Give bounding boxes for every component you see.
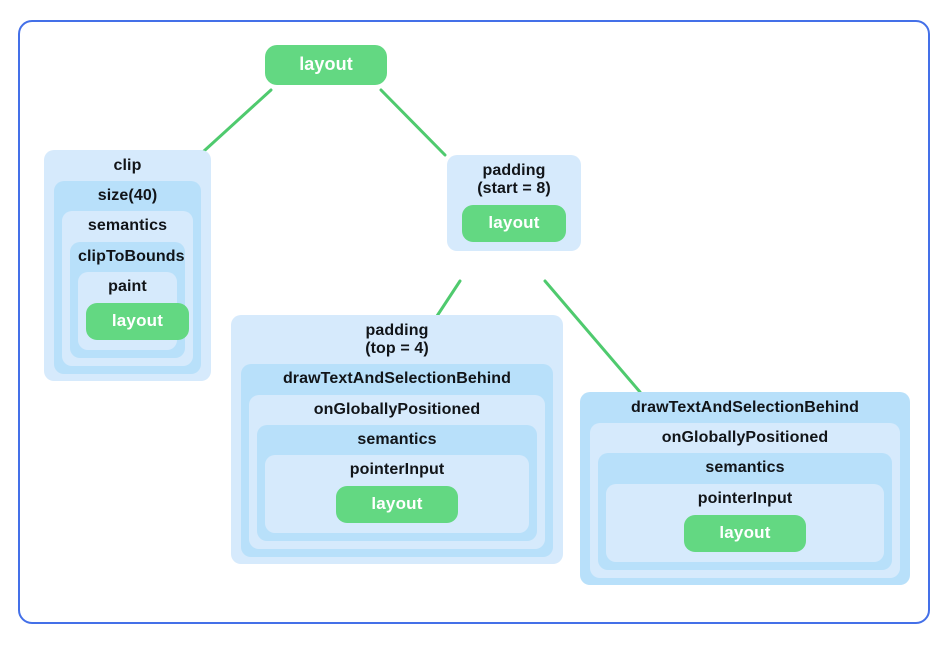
node-label: layout	[719, 522, 771, 542]
node-label: pointerInput	[349, 461, 445, 479]
node-label: size(40)	[97, 187, 158, 205]
node-layout-leaf[interactable]: layout	[462, 205, 566, 243]
node-label: layout	[111, 311, 164, 331]
node-pointer-input[interactable]: pointerInput layout	[606, 483, 884, 562]
node-padding-start[interactable]: padding (start = 8) layout	[447, 155, 581, 252]
node-root-layout[interactable]: layout	[265, 45, 387, 85]
node-pointer-input[interactable]: pointerInput layout	[265, 455, 529, 534]
node-label: semantics	[87, 217, 168, 235]
node-label: layout	[488, 213, 540, 233]
node-clip[interactable]: clip size(40) semantics clipToBounds pai…	[44, 150, 211, 381]
node-on-globally-positioned[interactable]: onGloballyPositioned semantics pointerIn…	[249, 394, 545, 550]
node-label: clipToBounds	[78, 247, 185, 265]
node-label: clip	[113, 157, 142, 174]
node-size[interactable]: size(40) semantics clipToBounds paint la…	[54, 181, 201, 374]
node-clip-to-bounds[interactable]: clipToBounds paint layout	[70, 241, 189, 358]
node-label: paint	[108, 277, 147, 295]
node-layout-leaf[interactable]: layout	[336, 486, 458, 524]
node-draw-text-and-selection-behind[interactable]: drawTextAndSelectionBehind onGloballyPos…	[580, 392, 910, 585]
node-semantics[interactable]: semantics clipToBounds paint layout	[62, 211, 193, 366]
node-semantics[interactable]: semantics pointerInput layout	[257, 424, 537, 542]
node-layout-leaf[interactable]: layout	[684, 514, 806, 552]
node-label: padding (start = 8)	[477, 162, 551, 198]
node-draw-text-and-selection-behind[interactable]: drawTextAndSelectionBehind onGloballyPos…	[241, 364, 553, 558]
node-on-globally-positioned[interactable]: onGloballyPositioned semantics pointerIn…	[590, 423, 900, 578]
node-label: layout	[371, 494, 423, 514]
node-layout-leaf[interactable]: layout	[86, 303, 189, 340]
node-label: padding (top = 4)	[365, 322, 429, 358]
node-padding-top[interactable]: padding (top = 4) drawTextAndSelectionBe…	[231, 315, 563, 565]
node-label: drawTextAndSelectionBehind	[630, 399, 860, 416]
node-label: pointerInput	[697, 489, 793, 507]
node-label: onGloballyPositioned	[313, 400, 481, 418]
node-label: layout	[299, 54, 353, 74]
node-label: semantics	[705, 459, 785, 477]
node-label: onGloballyPositioned	[661, 429, 829, 447]
node-label: drawTextAndSelectionBehind	[282, 370, 512, 388]
node-semantics[interactable]: semantics pointerInput layout	[598, 453, 892, 570]
node-paint[interactable]: paint layout	[78, 271, 189, 350]
node-label: semantics	[357, 430, 437, 448]
